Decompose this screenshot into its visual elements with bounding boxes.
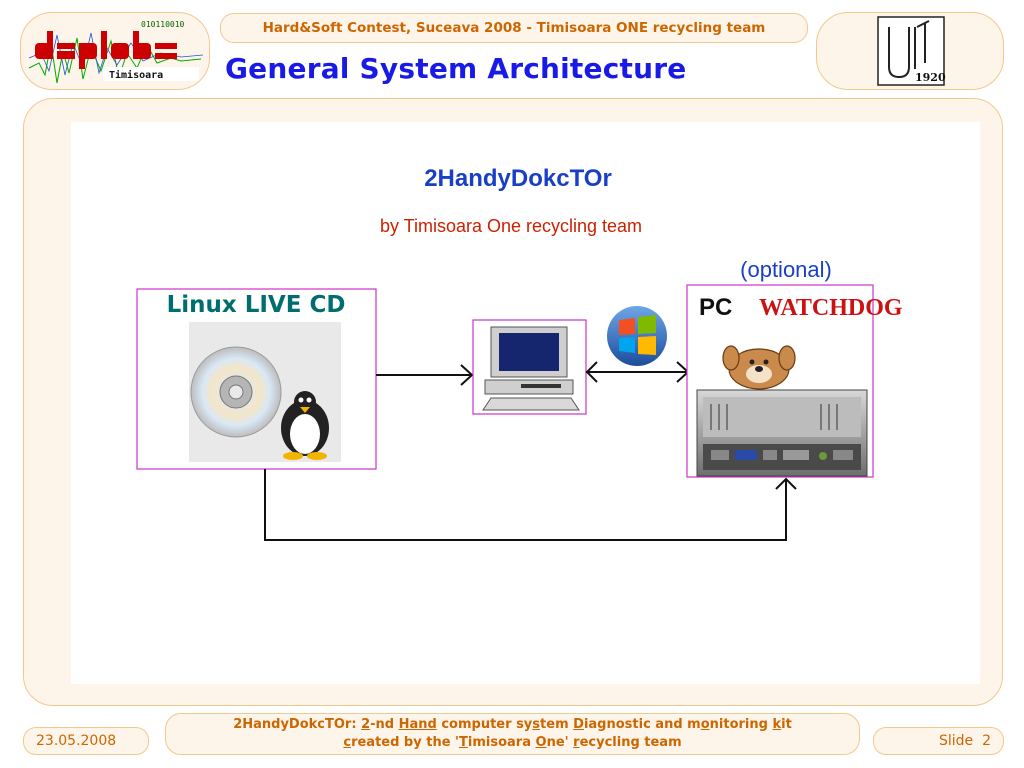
footer-text-run: O xyxy=(535,735,547,750)
dsplabs-logo: 010110010 Timisoara xyxy=(28,20,204,84)
linux-live-cd-label: Linux LIVE CD xyxy=(167,292,346,318)
slide-label: Slide xyxy=(939,733,974,749)
footer-text-run: D xyxy=(573,717,584,732)
footer-text-run: r xyxy=(573,735,580,750)
cd-disc-icon xyxy=(190,346,282,438)
dsplabs-logo-panel: 010110010 Timisoara xyxy=(20,12,210,90)
contest-line: Hard&Soft Contest, Suceava 2008 - Timiso… xyxy=(262,20,766,36)
footer-text-run: nitoring xyxy=(709,717,773,732)
header-banner: Hard&Soft Contest, Suceava 2008 - Timiso… xyxy=(220,13,808,43)
footer-text-run: Hand xyxy=(398,717,437,732)
diagram-canvas: 2HandyDokcTOr by Timisoara One recycling… xyxy=(136,165,903,541)
footer-text-run: s xyxy=(532,717,541,732)
slide-number: Slide 2 xyxy=(939,728,991,754)
footer-text-run: ecycling team xyxy=(579,735,682,750)
windows-logo-icon xyxy=(607,306,667,366)
footer-text-run: reated by the ' xyxy=(351,735,460,750)
footer-text-run: it xyxy=(781,717,792,732)
upt-year: 1920 xyxy=(915,71,946,84)
diagram-title: 2HandyDokcTOr xyxy=(424,165,612,192)
upt-logo: 1920 xyxy=(877,16,946,86)
bulldog-icon xyxy=(722,345,796,390)
footer-text-run: computer sy xyxy=(436,717,533,732)
footer-text-run: 2HandyDokcTOr: xyxy=(233,717,362,732)
logo-timisoara-text: Timisoara xyxy=(109,69,163,81)
footer-banner: 2HandyDokcTOr: 2-nd Hand computer system… xyxy=(165,713,860,755)
tux-penguin-icon xyxy=(281,391,329,460)
footer-text-run: iagnostic and m xyxy=(583,717,701,732)
slide-number-panel: Slide 2 xyxy=(873,727,1004,755)
footer-line-1: 2HandyDokcTOr: 2-nd Hand computer system… xyxy=(166,716,859,734)
footer-text-run: tem xyxy=(540,717,574,732)
university-logo-panel: 1920 xyxy=(816,12,1004,90)
footer-text-run: o xyxy=(700,717,710,732)
date-panel: 23.05.2008 xyxy=(23,727,149,755)
footer-text-run: k xyxy=(772,717,782,732)
desktop-pc-box xyxy=(472,319,587,415)
slide-title: General System Architecture xyxy=(225,52,687,85)
pc-label: PC xyxy=(699,294,732,321)
footer-line-2: created by the 'Timisoara One' recycling… xyxy=(166,734,859,752)
desktop-computer-icon xyxy=(482,326,580,411)
architecture-diagram: 2HandyDokcTOr by Timisoara One recycling… xyxy=(71,122,980,684)
logo-binary-text: 010110010 xyxy=(141,20,185,29)
slide-date: 23.05.2008 xyxy=(36,733,117,749)
arrow-linux-to-watchdog xyxy=(264,469,787,541)
embedded-box-pc-icon xyxy=(696,389,868,477)
watchdog-label: WATCHDOG xyxy=(759,295,903,321)
footer-text-run: c xyxy=(343,735,352,750)
footer-text-run: imisoara xyxy=(467,735,536,750)
footer-text-run: T xyxy=(459,735,468,750)
pc-watchdog-box: PC WATCHDOG xyxy=(686,284,903,478)
diagram-subtitle: by Timisoara One recycling team xyxy=(380,216,642,236)
footer-text-run: -nd xyxy=(370,717,399,732)
footer-text-run: ne' xyxy=(546,735,574,750)
linux-live-cd-box: Linux LIVE CD xyxy=(136,288,377,470)
slide-number-value: 2 xyxy=(982,733,991,749)
footer-caption: 2HandyDokcTOr: 2-nd Hand computer system… xyxy=(166,716,859,752)
optional-label: (optional) xyxy=(740,257,832,282)
footer-text-run: 2 xyxy=(361,717,371,732)
